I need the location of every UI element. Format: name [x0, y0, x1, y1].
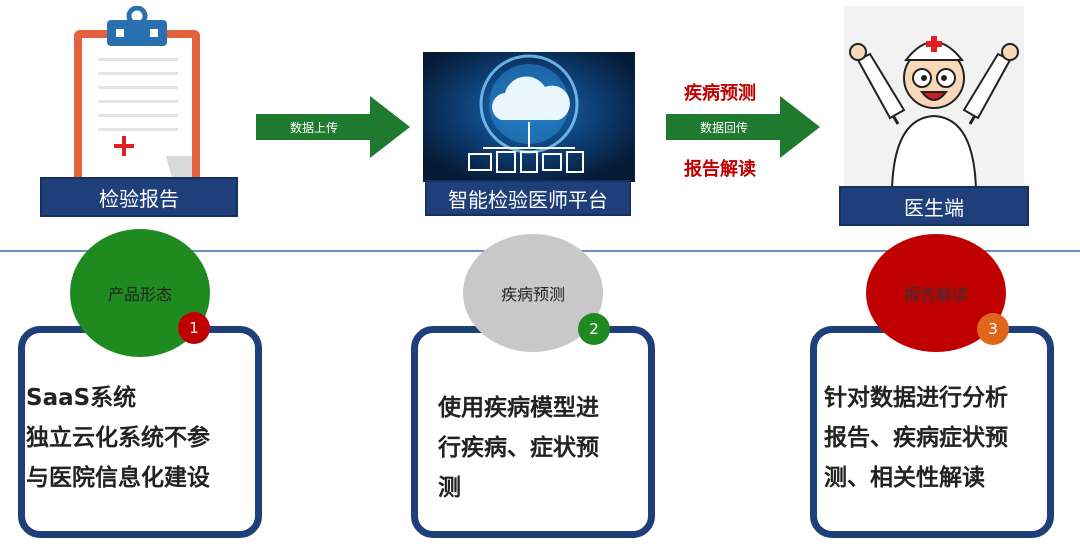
- report-interpretation-text: 报告解读: [684, 159, 756, 180]
- section-text-interpretation: 针对数据进行分析 报告、疾病症状预 测、相关性解读: [824, 378, 1008, 498]
- section-badge-3: 3: [977, 313, 1009, 345]
- disease-prediction-text: 疾病预测: [684, 83, 756, 104]
- section-line: 测: [438, 475, 461, 501]
- section-line: 行疾病、症状预: [438, 435, 599, 461]
- upload-arrow-label: 数据上传: [289, 120, 338, 135]
- doctor-illustration: [844, 6, 1024, 191]
- cloud-platform-illustration: [423, 52, 635, 182]
- section-line: 针对数据进行分析: [824, 385, 1008, 411]
- report-label: 检验报告: [40, 177, 238, 217]
- section-badge-1: 1: [178, 312, 210, 344]
- return-arrow: [666, 96, 826, 158]
- section-line: SaaS系统: [26, 385, 137, 411]
- section-line: 独立云化系统不参: [26, 425, 210, 451]
- doctor-label: 医生端: [839, 186, 1029, 226]
- section-card-interpretation: [810, 326, 1054, 538]
- platform-label: 智能检验医师平台: [425, 180, 631, 216]
- section-line: 与医院信息化建设: [26, 465, 210, 491]
- section-line: 使用疾病模型进: [438, 395, 599, 421]
- section-text-product: SaaS系统 独立云化系统不参 与医院信息化建设: [26, 378, 210, 498]
- clipboard-illustration: [62, 5, 212, 186]
- section-text-prediction: 使用疾病模型进 行疾病、症状预 测: [438, 388, 599, 508]
- section-line: 测、相关性解读: [824, 465, 985, 491]
- return-arrow-label: 数据回传: [699, 120, 748, 135]
- section-line: 报告、疾病症状预: [824, 425, 1008, 451]
- upload-arrow: [256, 96, 416, 158]
- section-card-product: [18, 326, 262, 538]
- section-badge-2: 2: [578, 313, 610, 345]
